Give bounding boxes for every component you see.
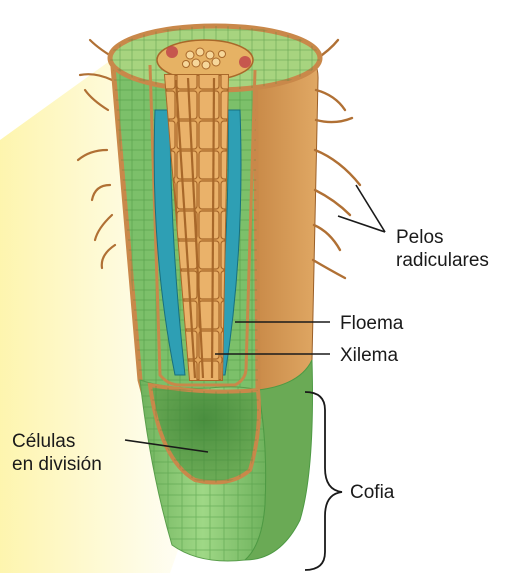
label-floema: Floema [340,312,403,335]
label-celulas: Células en división [12,430,102,476]
pelos-pointer-1 [338,216,385,232]
label-pelos: Pelos radiculares [396,226,489,272]
label-cofia: Cofia [350,481,394,504]
label-pelos-line1: Pelos [396,226,489,249]
label-celulas-line2: en división [12,453,102,476]
label-xilema: Xilema [340,344,398,367]
pelos-pointer-2 [356,185,385,232]
root-outer-surface [255,44,318,390]
label-pelos-line2: radiculares [396,249,489,272]
root-hairs-right [313,40,360,278]
label-celulas-line1: Células [12,430,102,453]
